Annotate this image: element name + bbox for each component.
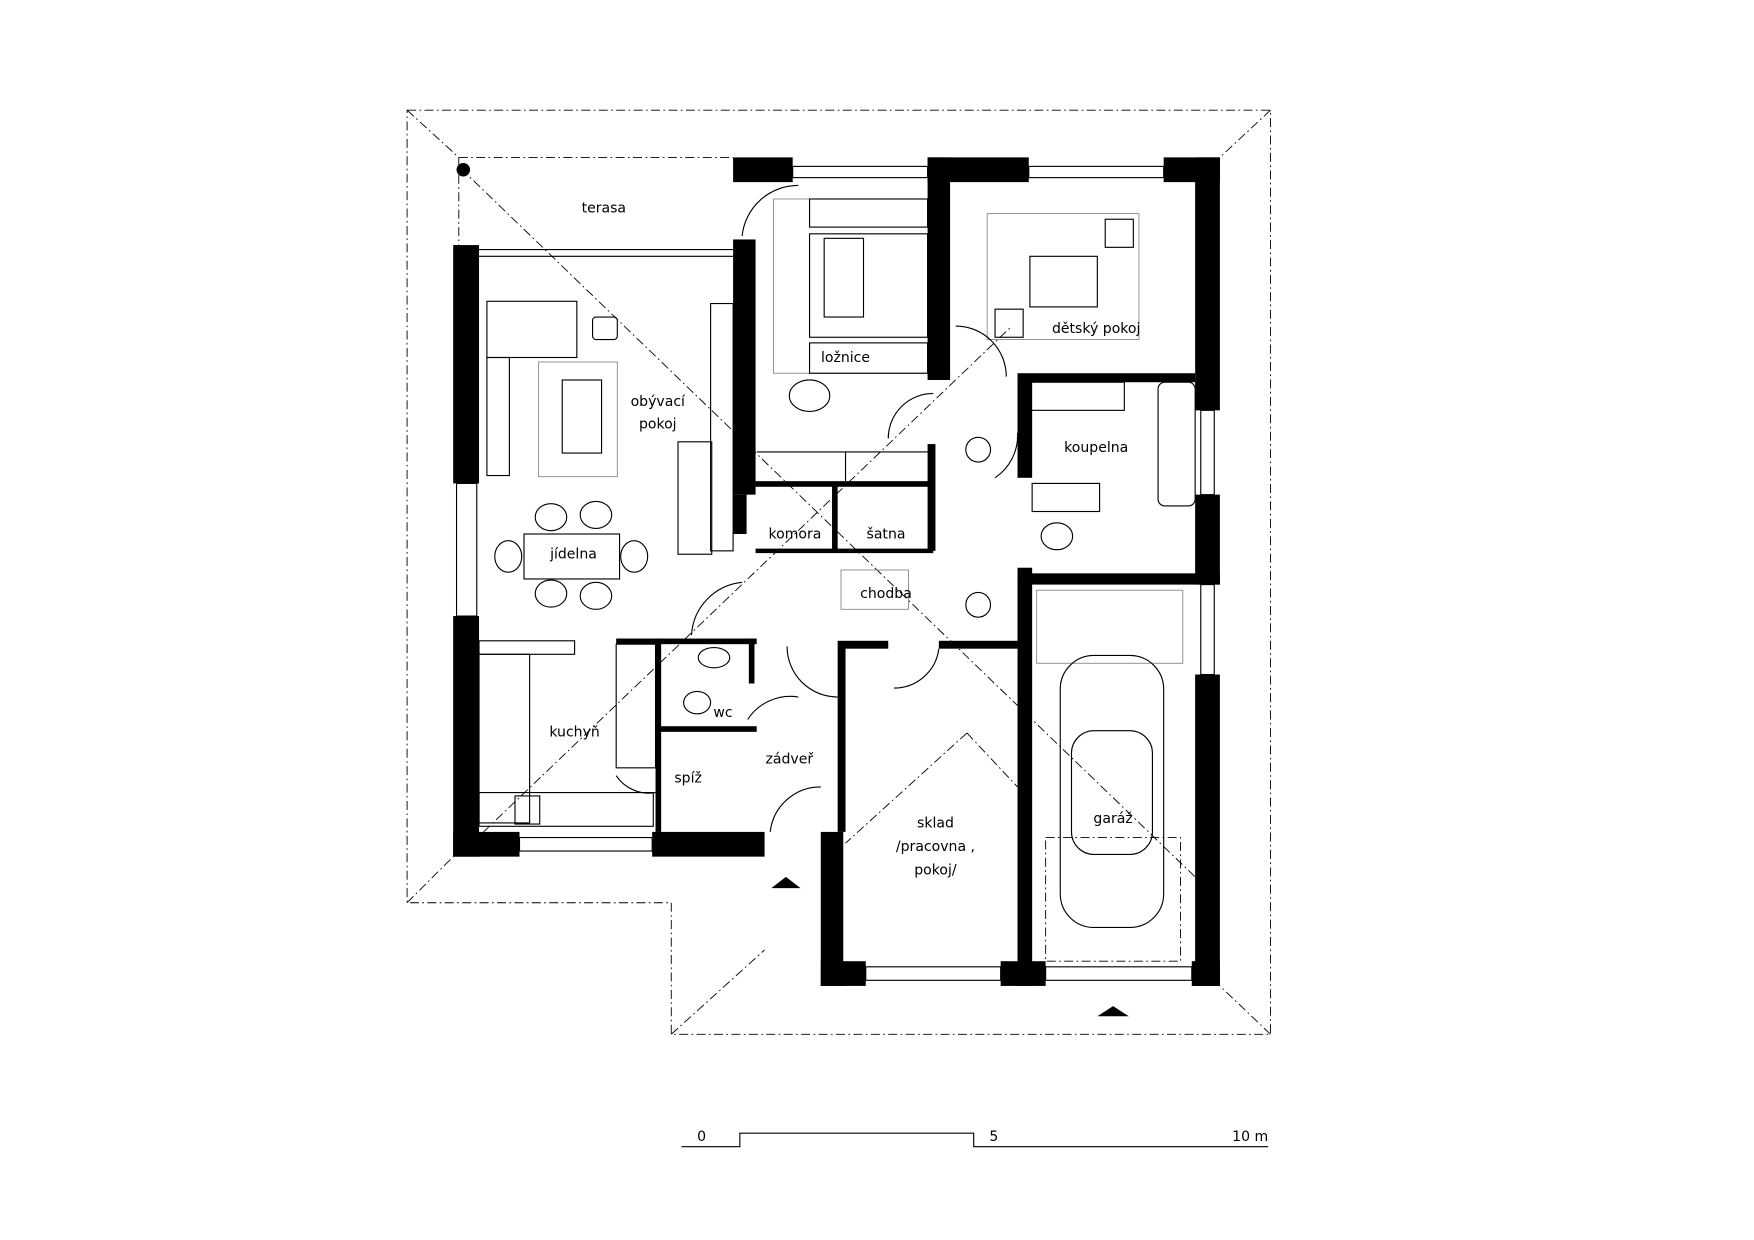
room-label-garaz: garáž — [1093, 811, 1132, 827]
car — [1059, 654, 1165, 929]
scale-label-10: 10 m — [1232, 1129, 1268, 1145]
room-label-kuchyn: kuchyň — [549, 724, 599, 740]
room-label-obyvaci: obývací — [631, 394, 686, 410]
room-label-chodba: chodba — [860, 586, 912, 602]
scale-label-5: 5 — [989, 1129, 998, 1145]
room-label-satna: šatna — [867, 526, 906, 542]
room-labels: terasa obývací pokoj ložnice dětský poko… — [549, 200, 1140, 878]
walls — [453, 157, 1220, 986]
toilet — [1040, 522, 1074, 551]
sofa — [486, 300, 578, 359]
sink — [697, 646, 731, 669]
bed — [808, 233, 929, 338]
room-label-obyvaci-2: pokoj — [639, 416, 677, 432]
scale-bar: 0 5 10 m — [681, 1129, 1269, 1148]
room-label-komora: komora — [768, 526, 821, 542]
garage-entrance-arrow-icon — [1097, 1006, 1129, 1017]
dining-table — [523, 533, 621, 580]
windows — [455, 165, 1215, 981]
room-label-detsky-pokoj: dětský pokoj — [1052, 321, 1140, 337]
roof-outline — [406, 109, 1271, 1035]
room-label-terasa: terasa — [582, 200, 626, 216]
kids-bed — [1029, 255, 1098, 308]
room-label-sklad-2: /pracovna , — [896, 839, 975, 855]
room-label-koupelna: koupelna — [1064, 440, 1128, 456]
room-label-sklad: sklad — [917, 815, 954, 831]
coffee-table — [561, 379, 603, 454]
column-marker — [456, 163, 471, 177]
bathtub — [1157, 381, 1196, 507]
room-label-jidelna: jídelna — [549, 547, 597, 563]
doors — [615, 184, 1019, 832]
scale-label-0: 0 — [697, 1129, 706, 1145]
room-label-loznice: ložnice — [821, 350, 870, 366]
room-label-spiz: spíž — [674, 770, 702, 786]
room-label-wc: wc — [713, 705, 732, 721]
entrance-arrow-icon — [771, 876, 801, 889]
room-label-sklad-3: pokoj/ — [914, 863, 957, 879]
furniture — [478, 198, 1196, 962]
room-label-zadver: zádveř — [765, 751, 813, 767]
rug — [538, 361, 618, 478]
